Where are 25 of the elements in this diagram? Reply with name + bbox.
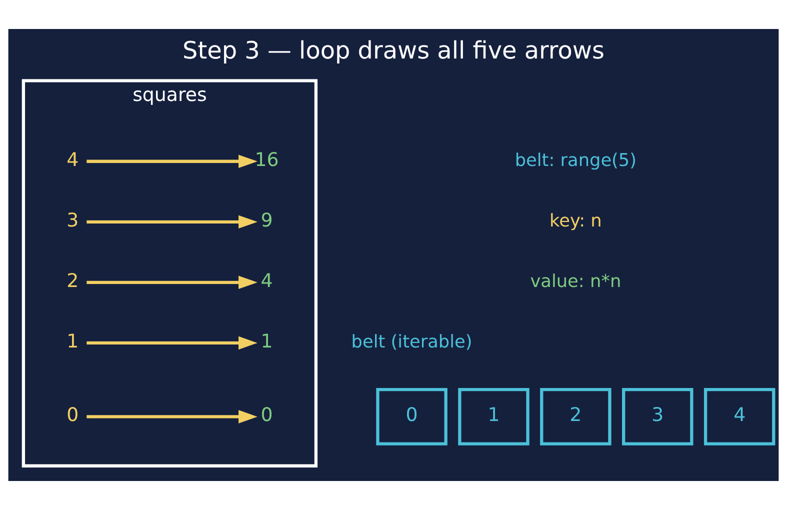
label: key: n xyxy=(550,212,602,232)
label: belt: range(5) xyxy=(514,151,637,172)
arrow xyxy=(86,410,258,424)
node-text: 9 xyxy=(260,209,273,232)
arrow xyxy=(86,215,258,229)
node-box: 0 xyxy=(376,388,448,446)
node-text: 0 xyxy=(66,404,79,426)
node-box: 4 xyxy=(704,388,776,446)
arrow xyxy=(86,154,258,168)
node-text: 0 xyxy=(260,404,273,426)
node-text: 1 xyxy=(260,330,273,352)
node-text: 1 xyxy=(66,330,79,352)
node-text: 2 xyxy=(66,270,79,292)
label: value: n*n xyxy=(530,272,622,292)
node-box: 3 xyxy=(622,388,694,446)
diagram-title: Step 3 — loop draws all five arrows xyxy=(182,36,604,64)
node-box: 1 xyxy=(458,388,530,446)
node-text: 16 xyxy=(254,148,279,171)
node-text: 3 xyxy=(66,209,79,232)
node-text: 4 xyxy=(66,148,79,171)
arrow xyxy=(86,276,258,290)
label: belt (iterable) xyxy=(351,332,472,353)
node-text: 4 xyxy=(260,270,273,292)
node-box: 2 xyxy=(540,388,612,446)
arrow xyxy=(86,336,258,350)
